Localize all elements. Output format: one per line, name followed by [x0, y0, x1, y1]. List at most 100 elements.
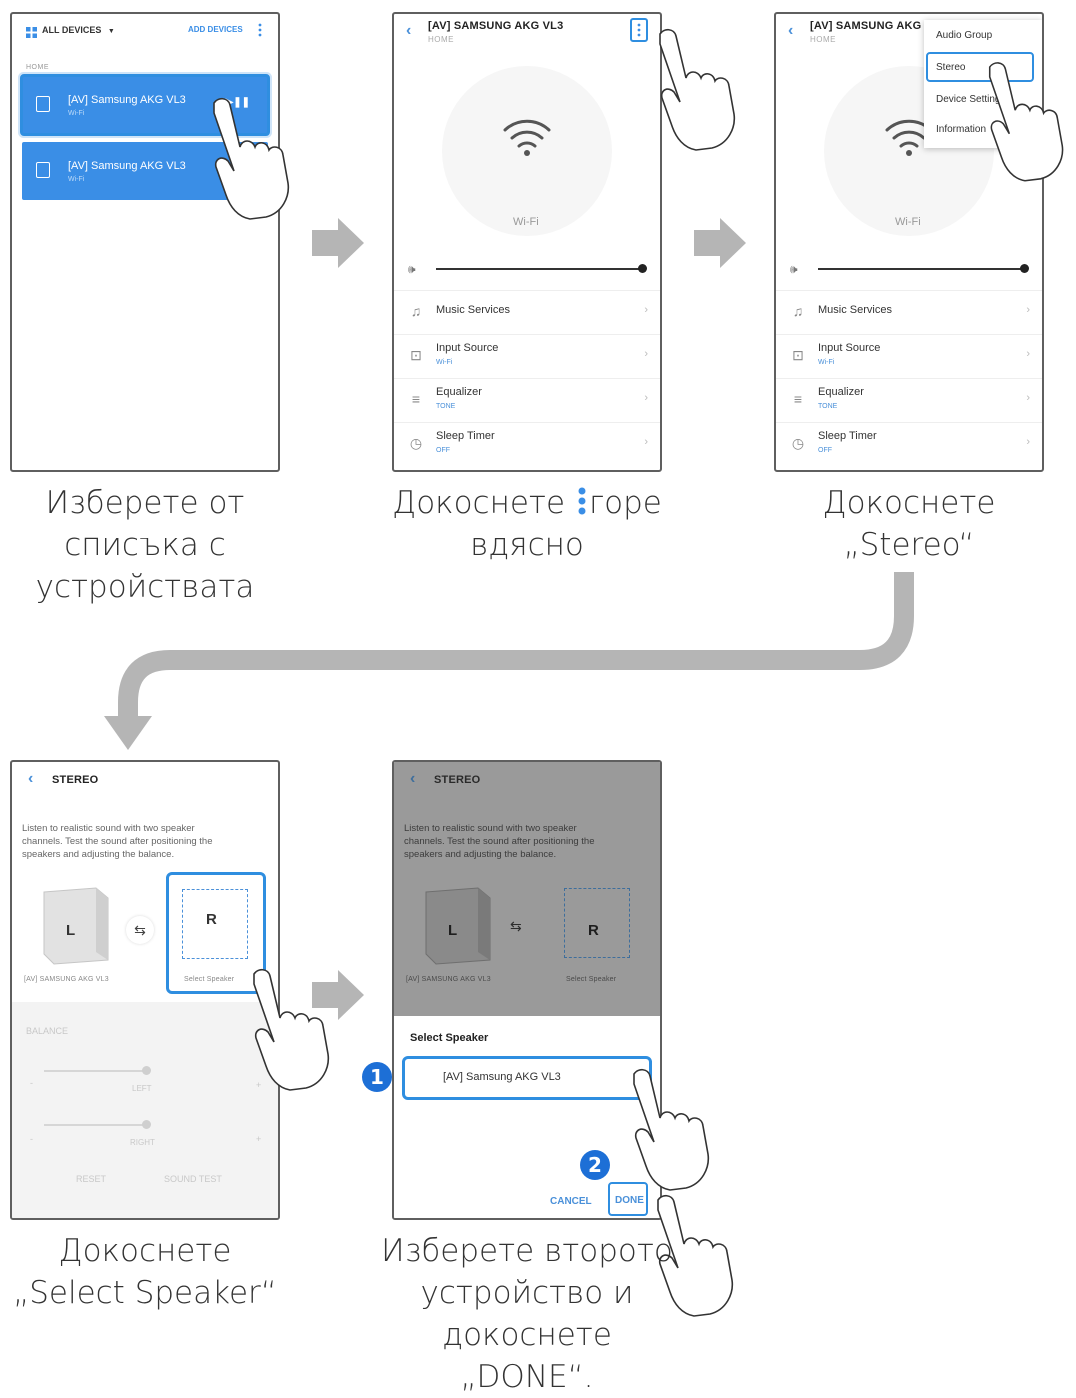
- volume-slider-thumb[interactable]: [638, 264, 647, 273]
- back-arrow-icon: ‹: [410, 770, 416, 787]
- caption-line: Докоснете: [822, 485, 996, 521]
- menu-sublabel: Wi-Fi: [818, 359, 835, 366]
- stereo-title: STEREO: [434, 774, 481, 786]
- menu-row-sleep-timer[interactable]: ◷ Sleep Timer OFF ›: [776, 422, 1042, 467]
- stereo-description: Listen to realistic sound with two speak…: [22, 822, 272, 861]
- wifi-icon: [503, 119, 551, 156]
- chevron-right-icon: ›: [1026, 392, 1030, 404]
- reset-button[interactable]: RESET: [76, 1174, 107, 1184]
- slider-plus-right: +: [256, 1134, 262, 1144]
- add-devices-button[interactable]: ADD DEVICES: [188, 25, 243, 34]
- arrow-right-icon: [312, 218, 364, 268]
- description-line: Listen to realistic sound with two speak…: [22, 823, 195, 834]
- caption-line: Изберете от: [45, 485, 245, 521]
- menu-sublabel: TONE: [436, 403, 456, 410]
- pointing-hand-icon: [213, 97, 290, 220]
- input-source-icon: ⊡: [792, 347, 804, 363]
- menu-row-input-source[interactable]: ⊡ Input Source Wi-Fi ›: [394, 334, 660, 379]
- volume-slider-thumb[interactable]: [1020, 264, 1029, 273]
- caption-line: списъка с: [64, 527, 226, 563]
- menu-label: Input Source: [436, 342, 499, 354]
- select-speaker-button[interactable]: R: [166, 872, 266, 994]
- menu-row-music-services[interactable]: ♫ Music Services ›: [776, 290, 1042, 335]
- menu-row-input-source[interactable]: ⊡ Input Source Wi-Fi ›: [776, 334, 1042, 379]
- caption-line: устройство и: [420, 1275, 634, 1311]
- pointing-hand-icon: [659, 28, 736, 151]
- caption-step-1: Изберете от списъка с устройствата: [10, 482, 280, 608]
- menu-item-audio-group[interactable]: Audio Group: [936, 30, 993, 41]
- right-channel-label: RIGHT: [130, 1138, 155, 1147]
- right-speaker-letter: R: [588, 922, 599, 939]
- description-line: speakers and adjusting the balance.: [22, 849, 175, 860]
- clock-icon: ◷: [791, 435, 805, 451]
- swap-icon: ⇆: [510, 918, 522, 934]
- equalizer-icon: ≡: [411, 391, 421, 407]
- left-speaker-name: [AV] SAMSUNG AKG VL3: [406, 976, 491, 983]
- caret-down-icon: ▼: [107, 28, 115, 35]
- right-balance-slider[interactable]: [44, 1124, 148, 1126]
- caption-line: Докоснете горе: [392, 482, 662, 524]
- more-options-icon[interactable]: [258, 22, 262, 38]
- menu-item-stereo-highlight[interactable]: [926, 52, 1034, 82]
- back-arrow-icon[interactable]: ‹: [788, 22, 794, 39]
- wifi-label: Wi-Fi: [513, 216, 539, 228]
- volume-slider[interactable]: [436, 268, 642, 270]
- menu-item-information[interactable]: Information: [936, 124, 987, 135]
- menu-label: Input Source: [818, 342, 881, 354]
- cancel-button[interactable]: CANCEL: [550, 1196, 592, 1207]
- left-speaker-image: [43, 887, 109, 965]
- pointing-hand-icon: [253, 968, 330, 1091]
- balance-label: BALANCE: [26, 1026, 69, 1036]
- more-options-button[interactable]: [630, 18, 648, 42]
- menu-label: Equalizer: [436, 386, 482, 398]
- left-balance-thumb[interactable]: [142, 1066, 151, 1075]
- menu-item-stereo[interactable]: Stereo: [936, 62, 966, 73]
- done-button[interactable]: DONE: [608, 1182, 648, 1216]
- volume-icon: 🕪: [790, 262, 798, 276]
- connector-arrow-icon: [104, 572, 914, 750]
- menu-label: Sleep Timer: [436, 430, 495, 442]
- more-options-icon: [575, 485, 589, 517]
- right-speaker-letter: R: [206, 911, 217, 928]
- all-devices-dropdown[interactable]: ALL DEVICES ▼: [42, 25, 115, 35]
- music-note-icon: ♫: [410, 303, 422, 319]
- back-arrow-icon[interactable]: ‹: [28, 770, 34, 787]
- back-arrow-icon[interactable]: ‹: [406, 22, 412, 39]
- left-balance-slider[interactable]: [44, 1070, 148, 1072]
- speaker-option[interactable]: [AV] Samsung AKG VL3: [402, 1056, 652, 1100]
- slider-minus-right: -: [30, 1134, 33, 1144]
- menu-row-equalizer[interactable]: ≡ Equalizer TONE ›: [776, 378, 1042, 423]
- caption-line: вдясно: [470, 527, 584, 563]
- sound-test-button[interactable]: SOUND TEST: [164, 1174, 222, 1184]
- caption-line: Изберете второто: [381, 1233, 673, 1269]
- pointing-hand-icon: [657, 1194, 734, 1317]
- right-balance-thumb[interactable]: [142, 1120, 151, 1129]
- select-speaker-dialog: Select Speaker [AV] Samsung AKG VL3 CANC…: [394, 1016, 660, 1218]
- empty-speaker-outline: [564, 888, 630, 958]
- input-source-icon: ⊡: [410, 347, 422, 363]
- left-speaker-name: [AV] SAMSUNG AKG VL3: [24, 976, 109, 983]
- pointing-hand-icon: [633, 1068, 710, 1191]
- screen-device-detail: ‹ [AV] SAMSUNG AKG VL3 HOME Wi-Fi 🕪 ♫ Mu…: [392, 12, 662, 472]
- volume-slider[interactable]: [818, 268, 1024, 270]
- menu-row-sleep-timer[interactable]: ◷ Sleep Timer OFF ›: [394, 422, 660, 467]
- menu-row-music-services[interactable]: ♫ Music Services ›: [394, 290, 660, 335]
- caption-line: устройствата: [35, 569, 255, 605]
- menu-row-equalizer[interactable]: ≡ Equalizer TONE ›: [394, 378, 660, 423]
- chevron-right-icon: ›: [1026, 304, 1030, 316]
- step-badge-2: 2: [580, 1150, 610, 1180]
- play-pause-icon[interactable]: ▶❚❚: [225, 97, 250, 108]
- description-line: channels. Test the sound after positioni…: [22, 836, 213, 847]
- speaker-icon: [36, 96, 50, 112]
- chevron-right-icon: ›: [1026, 348, 1030, 360]
- section-label: HOME: [26, 64, 49, 71]
- device-subtitle: HOME: [810, 35, 836, 44]
- menu-item-device-setting[interactable]: Device Setting: [936, 94, 1001, 105]
- swap-icon[interactable]: ⇆: [126, 916, 154, 944]
- volume-icon: 🕪: [408, 262, 416, 276]
- left-speaker-image: [425, 887, 491, 965]
- stereo-description: Listen to realistic sound with two speak…: [404, 822, 654, 861]
- select-speaker-label: Select Speaker: [566, 976, 617, 983]
- menu-sublabel: OFF: [818, 447, 832, 454]
- device-connection: Wi-Fi: [68, 110, 85, 117]
